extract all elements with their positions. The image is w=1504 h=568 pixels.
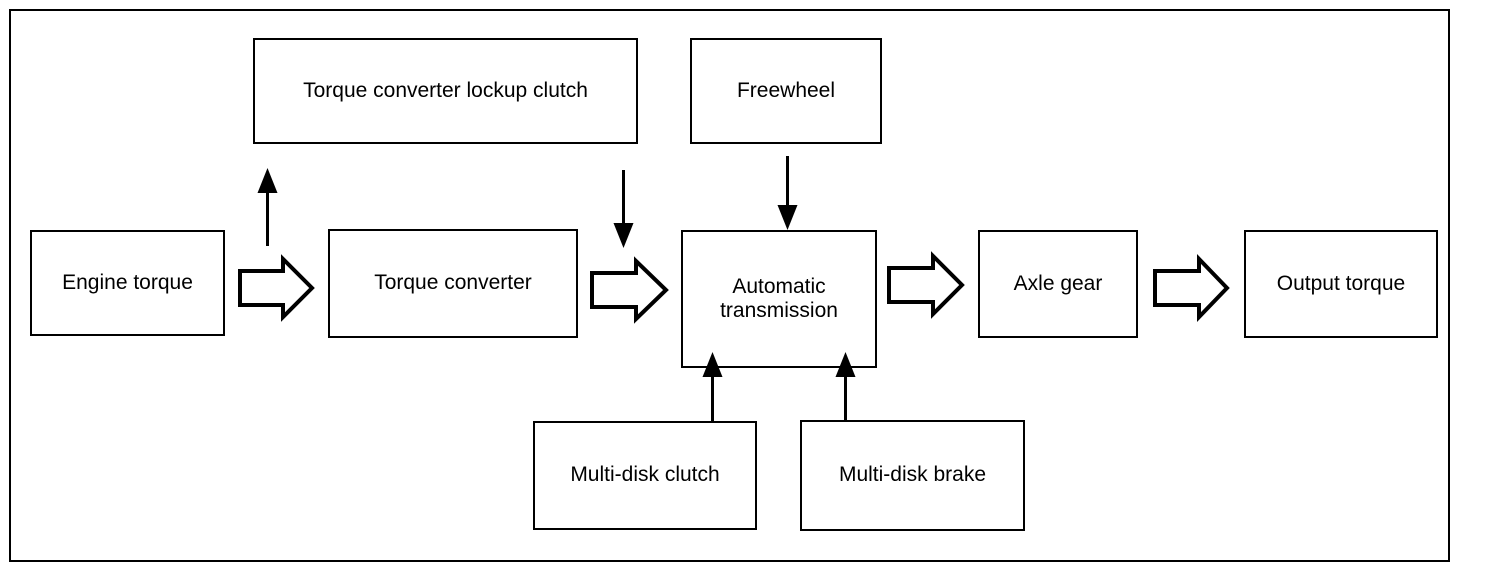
node-freewheel: Freewheel bbox=[690, 38, 882, 144]
node-multi-disk-clutch-label: Multi-disk clutch bbox=[570, 463, 720, 487]
node-axle-gear: Axle gear bbox=[978, 230, 1138, 338]
node-automatic-transmission-label: Automatic transmission bbox=[720, 274, 838, 322]
node-engine-torque-label: Engine torque bbox=[62, 270, 193, 294]
node-torque-converter-lockup-clutch-label: Torque converter lockup clutch bbox=[303, 78, 588, 102]
node-multi-disk-brake: Multi-disk brake bbox=[800, 420, 1025, 531]
node-automatic-transmission: Automatic transmission bbox=[681, 230, 877, 368]
node-output-torque: Output torque bbox=[1244, 230, 1438, 338]
node-engine-torque: Engine torque bbox=[30, 230, 225, 336]
node-multi-disk-clutch: Multi-disk clutch bbox=[533, 421, 757, 530]
node-torque-converter-lockup-clutch: Torque converter lockup clutch bbox=[253, 38, 638, 144]
node-axle-gear-label: Axle gear bbox=[1013, 271, 1103, 295]
diagram-border-frame bbox=[9, 9, 1450, 562]
node-torque-converter: Torque converter bbox=[328, 229, 578, 338]
node-output-torque-label: Output torque bbox=[1276, 271, 1406, 295]
node-multi-disk-brake-label: Multi-disk brake bbox=[838, 463, 987, 487]
node-freewheel-label: Freewheel bbox=[736, 78, 836, 102]
node-torque-converter-label: Torque converter bbox=[374, 271, 532, 295]
